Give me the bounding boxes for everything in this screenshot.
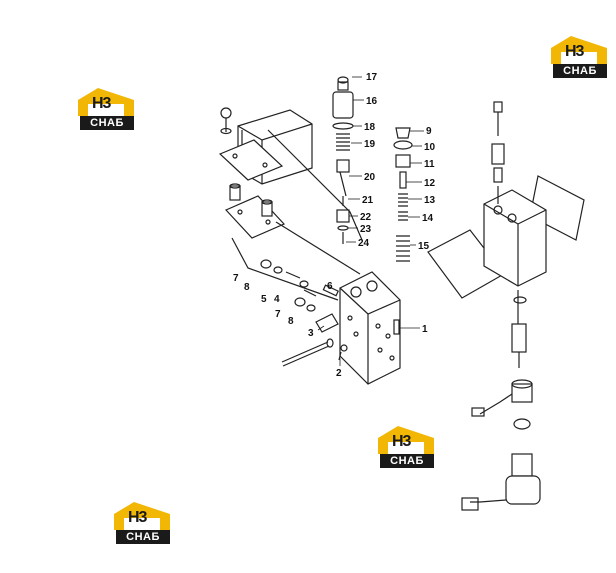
callout-19: 19 [364,139,376,150]
callout-4: 4 [274,294,280,305]
solenoid-stack [332,76,354,244]
brand-logo: H3 CHAБ [78,86,134,136]
callout-15: 15 [418,241,430,252]
callout-20: 20 [364,172,376,183]
right-valve-block [483,189,547,287]
callout-11: 11 [424,159,435,170]
logo-roof-icon [551,36,607,64]
callout-22: 22 [360,212,372,223]
logo-mark: H3 [128,509,147,526]
callout-14: 14 [422,213,434,224]
callout-16: 16 [366,96,378,107]
logo-caption: CHAБ [553,64,607,78]
callout-10: 10 [424,142,436,153]
callout-labels: 1 2 3 4 5 6 7 8 7 8 9 10 11 12 13 14 15 … [233,72,436,379]
valve-body [339,271,401,385]
logo-caption: CHAБ [116,530,170,544]
right-solenoid-stack [471,101,533,430]
gasket-upper [218,139,284,181]
callout-3: 3 [308,328,314,339]
spacers [229,183,273,217]
gasket-lower [224,195,286,239]
logo-mark: H3 [565,43,584,60]
callout-7b: 7 [275,309,281,320]
callout-23: 23 [360,224,372,235]
callout-17: 17 [366,72,378,83]
logo-roof-icon [78,88,134,116]
logo-caption: CHAБ [380,454,434,468]
logo-mark: H3 [392,433,411,450]
callout-7a: 7 [233,273,239,284]
callout-21: 21 [362,195,374,206]
callout-18: 18 [364,122,376,133]
logo-roof-icon [114,502,170,530]
spool-parts [260,259,339,312]
callout-12: 12 [424,178,436,189]
callout-6: 6 [327,281,333,292]
spring-stack [393,127,413,262]
brand-logo: H3 CHAБ [378,424,434,474]
brand-logo: H3 CHAБ [114,500,170,550]
callout-24: 24 [358,238,370,249]
callout-leaders [317,76,424,366]
callout-1: 1 [422,324,428,335]
logo-caption: CHAБ [80,116,134,130]
screw-left [220,107,232,135]
callout-8b: 8 [288,316,294,327]
logo-roof-icon [378,426,434,454]
callout-8a: 8 [244,282,250,293]
small-screw [338,344,348,361]
logo-mark: H3 [92,95,111,112]
solenoid-connector [461,453,541,511]
callout-2: 2 [336,368,342,379]
callout-13: 13 [424,195,436,206]
long-bolt [281,338,334,367]
callout-5: 5 [261,294,267,305]
brand-logo: H3 CHAБ [551,34,607,84]
callout-9: 9 [426,126,432,137]
